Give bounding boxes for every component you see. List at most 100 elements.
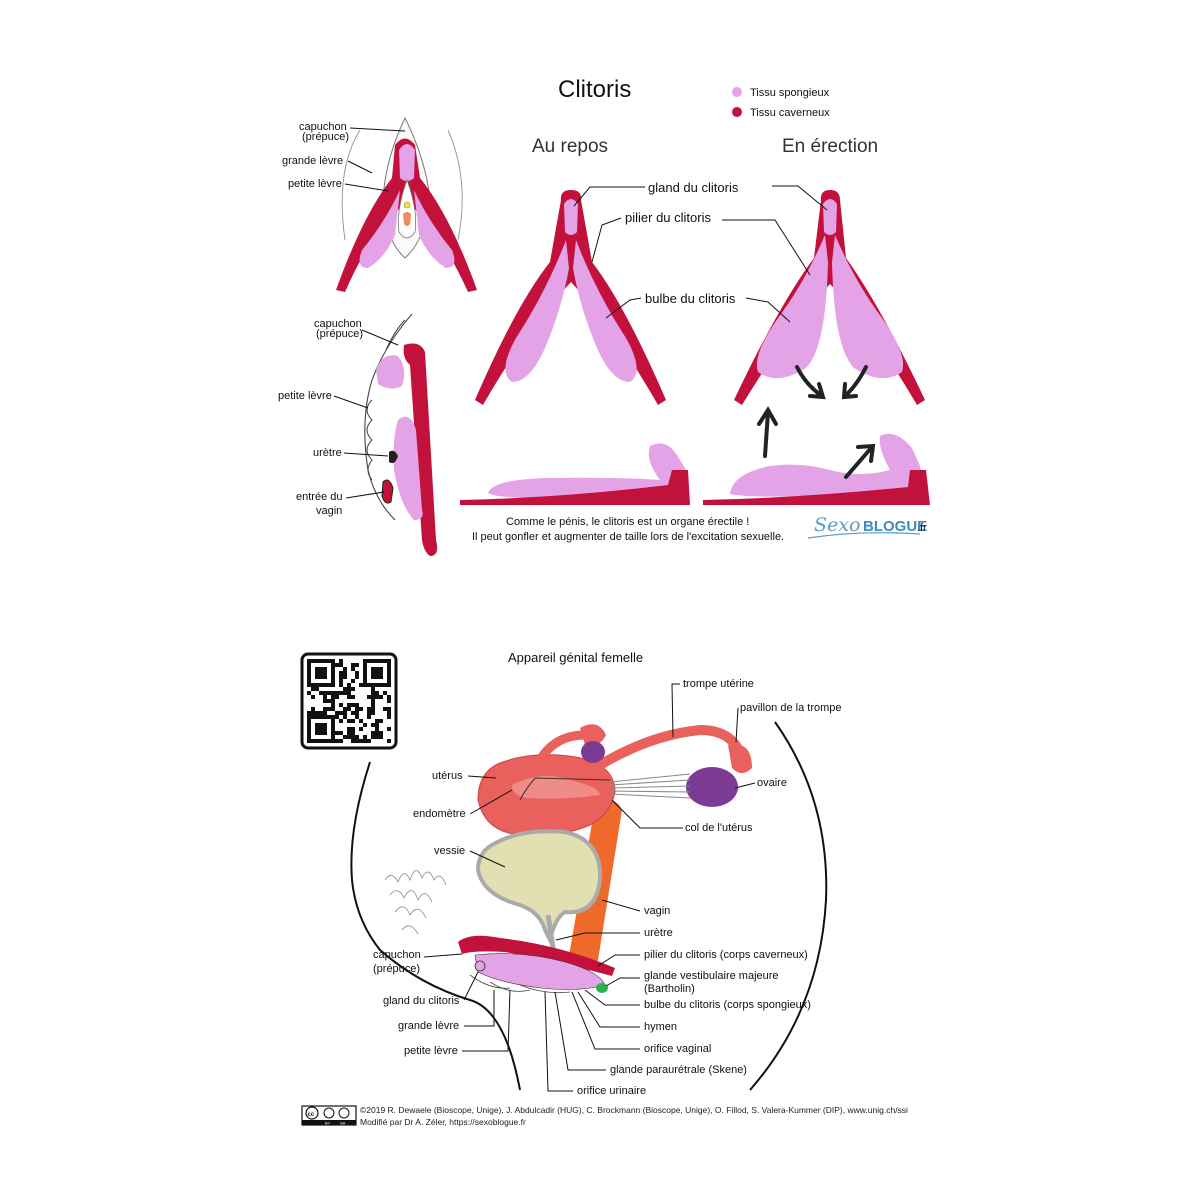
qr-module — [375, 691, 379, 695]
side-label-entree-1: entrée du — [296, 491, 342, 503]
qr-module — [351, 719, 355, 723]
qr-module — [363, 679, 367, 683]
qr-module — [375, 675, 379, 679]
g-label-uretre: urètre — [644, 927, 673, 939]
qr-module — [307, 719, 311, 723]
qr-module — [331, 699, 335, 703]
qr-module — [375, 735, 379, 739]
qr-module — [387, 683, 391, 687]
qr-module — [371, 735, 375, 739]
qr-module — [323, 667, 327, 671]
qr-module — [343, 675, 347, 679]
qr-module — [367, 715, 371, 719]
qr-module — [375, 671, 379, 675]
qr-module — [363, 683, 367, 687]
qr-module — [351, 711, 355, 715]
qr-module — [355, 735, 359, 739]
qr-module — [339, 739, 343, 743]
qr-module — [351, 695, 355, 699]
qr-module — [367, 695, 371, 699]
qr-module — [311, 659, 315, 663]
qr-module — [323, 691, 327, 695]
qr-module — [339, 731, 343, 735]
g-lead-skene — [555, 992, 606, 1070]
qr-module — [331, 707, 335, 711]
credit-line-2: Modifié par Dr A. Zéler, https://sexoblo… — [360, 1117, 526, 1127]
qr-module — [323, 671, 327, 675]
qr-module — [371, 695, 375, 699]
g-lead-grande-levre — [464, 990, 494, 1026]
qr-module — [307, 735, 311, 739]
qr-module — [307, 723, 311, 727]
g-label-ovaire: ovaire — [757, 777, 787, 789]
qr-module — [339, 675, 343, 679]
qr-module — [359, 683, 363, 687]
front-glans-dot — [404, 202, 410, 208]
qr-module — [335, 663, 339, 667]
qr-module — [339, 719, 343, 723]
qr-module — [331, 731, 335, 735]
qr-module — [371, 675, 375, 679]
clitoris-erect — [703, 190, 930, 505]
qr-module — [307, 727, 311, 731]
qr-module — [351, 703, 355, 707]
qr-module — [331, 659, 335, 663]
g-label-gland: gland du clitoris — [383, 995, 460, 1007]
qr-module — [339, 659, 343, 663]
rest-bulb-right — [573, 240, 637, 382]
qr-module — [351, 727, 355, 731]
qr-module — [319, 675, 323, 679]
qr-module — [319, 723, 323, 727]
qr-module — [339, 691, 343, 695]
qr-module — [307, 711, 311, 715]
g-label-endometre: endomètre — [413, 808, 466, 820]
g-lead-col — [612, 800, 683, 828]
qr-module — [327, 707, 331, 711]
vulva-front-view: capuchon (prépuce) grande lèvre petite l… — [282, 118, 477, 292]
qr-module — [315, 659, 319, 663]
qr-module — [323, 727, 327, 731]
g-label-glande-1: glande vestibulaire majeure — [644, 970, 779, 982]
qr-module — [319, 727, 323, 731]
qr-module — [307, 667, 311, 671]
front-label-capuchon-2: (prépuce) — [302, 131, 349, 143]
qr-module — [339, 663, 343, 667]
qr-module — [319, 671, 323, 675]
qr-module — [331, 739, 335, 743]
qr-module — [335, 731, 339, 735]
side-lead-petite-levre — [334, 396, 368, 408]
legend-spongy-label: Tissu spongieux — [750, 87, 830, 99]
qr-module — [343, 707, 347, 711]
g-label-vessie: vessie — [434, 845, 465, 857]
g-label-grande-levre: grande lèvre — [398, 1020, 459, 1032]
qr-module — [367, 683, 371, 687]
qr-module — [387, 695, 391, 699]
qr-module — [343, 711, 347, 715]
qr-module — [347, 727, 351, 731]
qr-module — [339, 671, 343, 675]
qr-module — [347, 703, 351, 707]
qr-module — [379, 719, 383, 723]
arrow-up — [759, 410, 776, 456]
g-lead-vagin — [602, 900, 640, 911]
front-lead-grande-levre — [348, 161, 372, 173]
qr-module — [315, 675, 319, 679]
g-label-pilier: pilier du clitoris (corps caverneux) — [644, 949, 808, 961]
qr-module — [323, 695, 327, 699]
qr-module — [331, 715, 335, 719]
qr-module — [351, 731, 355, 735]
by-text: BY — [325, 1121, 331, 1126]
qr-module — [331, 703, 335, 707]
erect-side-spongy — [730, 434, 924, 497]
qr-module — [379, 675, 383, 679]
legend-cavernous-dot — [732, 107, 742, 117]
qr-module — [343, 671, 347, 675]
side-label-capuchon-2: (prépuce) — [316, 328, 363, 340]
logo-text-fr: .fr — [917, 522, 927, 534]
qr-module — [363, 667, 367, 671]
qr-module — [327, 715, 331, 719]
qr-module — [379, 683, 383, 687]
qr-module — [307, 739, 311, 743]
clitoris-title: Clitoris — [558, 76, 631, 103]
sexoblogue-logo: Sexo BLOGUE .fr — [808, 514, 927, 538]
